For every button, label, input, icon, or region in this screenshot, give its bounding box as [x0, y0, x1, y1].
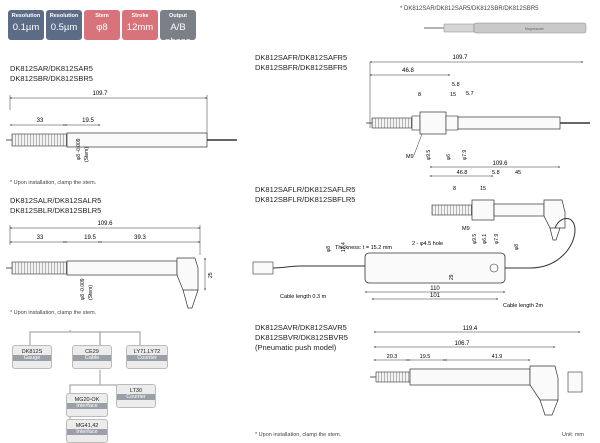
- s5-dim-203: 20.3: [387, 354, 398, 360]
- s2-dim-393: 39.3: [134, 235, 146, 241]
- drawing-s2: 109.6 33 19.5 39.3 25 φ8 -0.009 (Stem): [6, 221, 214, 309]
- s3-dim-8: 8: [418, 92, 421, 98]
- s4-phi79: φ7.9: [494, 234, 500, 244]
- unit-note: Unit: mm: [562, 432, 584, 438]
- s2-dim-33: 33: [37, 235, 44, 241]
- system-box-cable: CE29 Cable: [72, 345, 112, 369]
- s4-h174: 17.4: [341, 242, 347, 252]
- s3-total-dim: 109.7: [452, 55, 468, 61]
- s4-dim-8: 8: [453, 186, 456, 192]
- s4-phi95: φ9.5: [472, 234, 478, 244]
- photo-caption: * DK812SAR/DK812SAR5/DK812SBR/DK812SBR5: [400, 6, 539, 12]
- s1-stem-note: (Stem): [84, 147, 90, 162]
- clamp-note-2: * Upon installation, clamp the stem.: [10, 310, 97, 316]
- clamp-note-1: * Upon installation, clamp the stem.: [10, 180, 97, 186]
- s4-cable2: Cable length 2m: [503, 303, 543, 309]
- s4-dim-101: 101: [430, 293, 441, 299]
- s4-dim-110: 110: [430, 286, 440, 292]
- drawing-s1: 109.7 33 19.5 φ8 -0.009 (Stem): [6, 91, 237, 162]
- system-box-interface-mg41: MG41,42 Interface: [66, 419, 108, 443]
- s1-dim-195: 19.5: [82, 118, 94, 124]
- s2-stem-label: φ8 -0.009: [80, 278, 86, 300]
- s1-dim-33: 33: [37, 118, 44, 124]
- system-box-counter-ly: LY71,LY72 Counter: [126, 345, 168, 369]
- s3-phi95: φ9.5: [426, 150, 432, 160]
- s3-dim-15: 15: [450, 92, 456, 98]
- s5-dim-1067: 106.7: [454, 341, 470, 347]
- s4-total-dim: 109.6: [492, 161, 508, 167]
- s4-holes: 2 - φ4.5 hole: [412, 241, 443, 247]
- drawing-s5: 119.4 106.7 20.3 19.5 41.9: [370, 326, 583, 416]
- clamp-note-3: * Upon installation, clamp the stem.: [255, 432, 342, 438]
- s3-dim-468: 46.8: [402, 68, 414, 74]
- s4-w29: 29: [449, 274, 455, 280]
- system-box-counter-lt: LT30 Counter: [116, 384, 156, 408]
- s3-m9: M9: [406, 154, 414, 160]
- s4-dim-468: 46.8: [457, 170, 468, 176]
- photo-brand: Magnescale: [525, 27, 544, 31]
- s2-dim-195: 19.5: [84, 235, 96, 241]
- s5-dim-419: 41.9: [492, 354, 503, 360]
- system-box-gauge: DK812S Gauge: [12, 345, 52, 369]
- s3-phi6: φ6: [446, 154, 452, 160]
- drawing-s3: 109.7 46.8 5.8 8 15 5.7 φ9.5 φ6 φ7.9 M9: [366, 55, 590, 160]
- s5-dim-195: 19.5: [420, 354, 431, 360]
- s3-dim-57: 5.7: [466, 91, 474, 97]
- s4-dim-15: 15: [480, 186, 486, 192]
- s4-phi61: φ6.1: [482, 234, 488, 244]
- s4-h48: φ8: [326, 246, 332, 252]
- s2-height-dim: 25: [208, 272, 214, 278]
- s1-total-dim: 109.7: [92, 91, 108, 97]
- drawing-s4: 109.6 46.8 5.8 45 8 15 M9 φ9.5 φ6.1 φ7.9…: [252, 161, 576, 309]
- s4-thickness: Thickness: t = 15.2 mm: [335, 245, 392, 251]
- s4-dim-58: 5.8: [492, 170, 500, 176]
- s2-stem-note: (Stem): [88, 285, 94, 300]
- s4-m9: M9: [462, 226, 470, 232]
- s3-dim-58: 5.8: [452, 82, 460, 88]
- s1-stem-label: φ8 -0.009: [76, 138, 82, 160]
- s4-cable1: Cable length 0.3 m: [280, 294, 327, 300]
- s5-total-dim: 119.4: [463, 326, 478, 332]
- system-box-interface-mg20: MG20-OK Interface: [66, 393, 108, 417]
- s4-phi8: φ8: [514, 244, 520, 250]
- s3-phi79: φ7.9: [462, 150, 468, 160]
- product-photo: Magnescale: [424, 22, 587, 34]
- s2-total-dim: 109.6: [97, 221, 113, 227]
- s4-dim-45: 45: [515, 170, 521, 176]
